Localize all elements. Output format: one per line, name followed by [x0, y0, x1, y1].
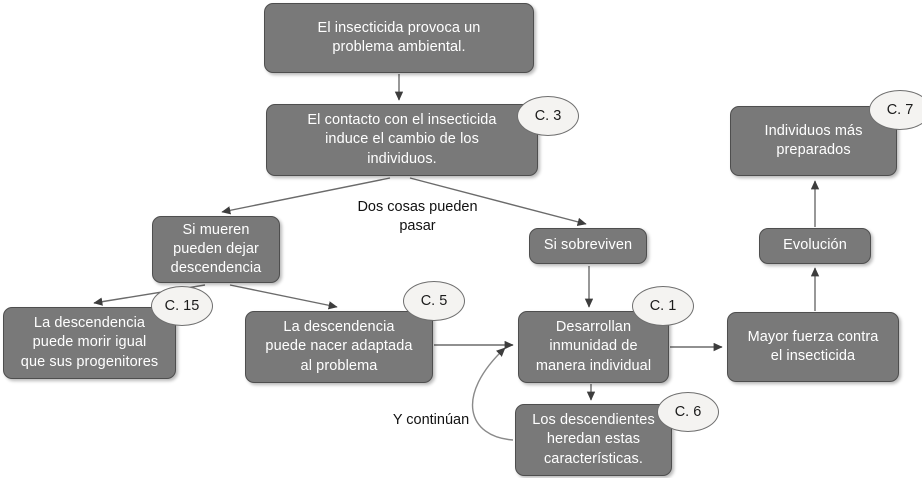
node-n8[interactable]: Mayor fuerza contra el insecticida	[727, 312, 899, 382]
badge-b3[interactable]: C. 3	[517, 96, 579, 136]
node-n9[interactable]: Evolución	[759, 228, 871, 264]
badge-b15[interactable]: C. 15	[151, 286, 213, 326]
free-text-t1: Dos cosas pueden pasar	[357, 199, 478, 235]
node-n6[interactable]: La descendencia puede nacer adaptada al …	[245, 311, 433, 383]
badge-b6[interactable]: C. 6	[657, 392, 719, 432]
badge-b5[interactable]: C. 5	[403, 281, 465, 321]
edge-n3-to-n6	[229, 284, 338, 310]
node-n2[interactable]: El contacto con el insecticida induce el…	[266, 104, 538, 176]
node-n1[interactable]: El insecticida provoca un problema ambie…	[264, 3, 534, 73]
node-n11[interactable]: Los descendientes heredan estas caracter…	[515, 404, 672, 476]
free-text-t2: Y continúan	[392, 412, 470, 428]
badge-b7[interactable]: C. 7	[869, 90, 922, 130]
node-n10[interactable]: Individuos más preparados	[730, 106, 897, 176]
node-n7[interactable]: Desarrollan inmunidad de manera individu…	[518, 311, 669, 383]
badge-b1[interactable]: C. 1	[632, 286, 694, 326]
node-n4[interactable]: Si sobreviven	[529, 228, 647, 264]
node-n3[interactable]: Si mueren pueden dejar descendencia	[152, 216, 280, 283]
node-n5[interactable]: La descendencia puede morir igual que su…	[3, 307, 176, 379]
